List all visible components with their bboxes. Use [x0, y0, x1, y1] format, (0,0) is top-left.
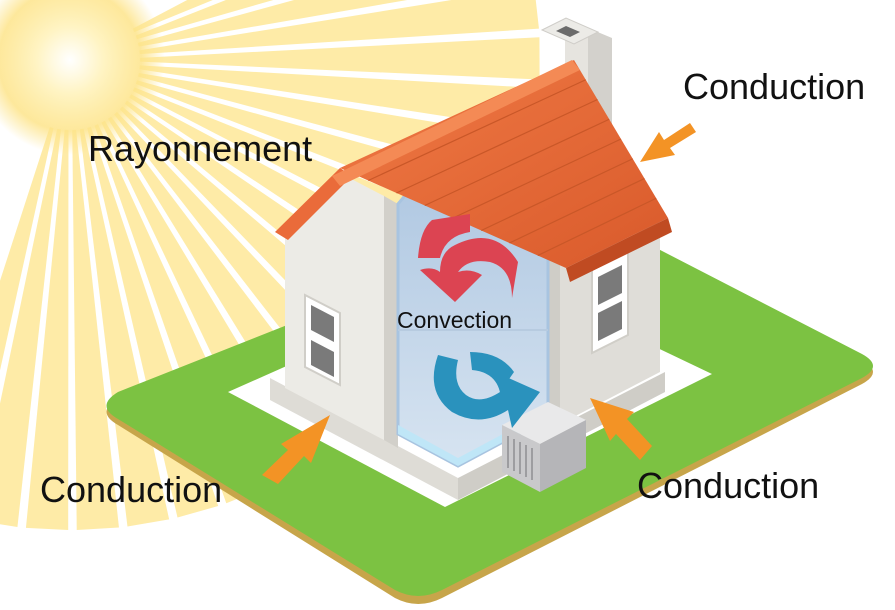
window-left: [304, 293, 341, 387]
window-right: [591, 250, 629, 355]
roof-tile-row: [452, 138, 622, 219]
orange-arrow-icon: [640, 123, 696, 162]
roof-tile-row: [396, 98, 598, 194]
sun-ray: [25, 129, 69, 530]
roof-tile-row: [509, 177, 645, 244]
conduction-roof-label: Conduction: [683, 66, 866, 107]
orange-arrow-icon: [590, 398, 652, 460]
roof-tile-row: [367, 79, 587, 182]
sun-ray: [139, 0, 539, 55]
sun-ray: [139, 37, 540, 80]
conduction-right-label: Conduction: [637, 465, 820, 506]
conduction-left-label: Conduction: [40, 469, 223, 510]
sun-ray: [137, 0, 408, 47]
hot-air-arrow-tail: [418, 214, 470, 258]
cold-air-arrow-upper: [470, 352, 514, 392]
sun-ray: [0, 127, 54, 371]
sun-ray: [139, 65, 540, 131]
roof: [275, 60, 672, 282]
roof-tile-row: [480, 158, 634, 232]
orange-arrow-icon: [262, 415, 330, 484]
sun-icon: [0, 0, 165, 155]
roof-tile-row: [424, 118, 610, 207]
house-icon: [262, 60, 696, 500]
air-conditioner-icon: [502, 402, 586, 492]
sun-ray: [0, 128, 61, 528]
radiation-label: Rayonnement: [88, 128, 313, 169]
cold-air-arrow-icon: [433, 355, 540, 428]
sun-ray: [135, 0, 274, 40]
convection-label: Convection: [397, 307, 513, 333]
sun-ray: [72, 129, 119, 530]
hot-air-arrow-icon: [420, 237, 518, 302]
roof-tile-row: [537, 197, 657, 257]
